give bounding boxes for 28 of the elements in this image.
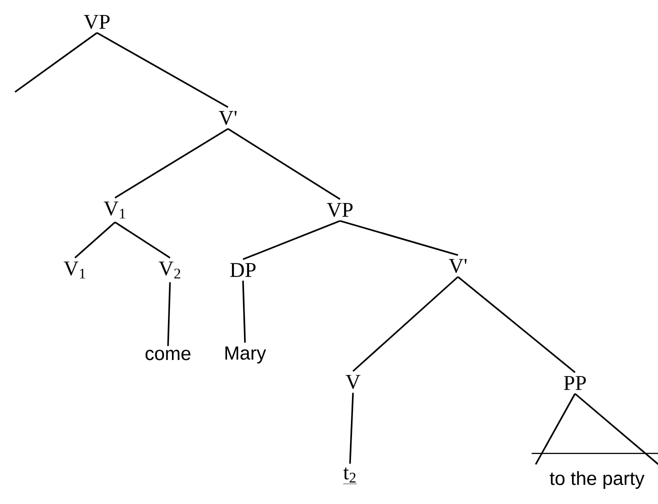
tree-label: VP [326, 202, 353, 218]
tree-label: V$_{1}$ [64, 262, 86, 278]
triangle [534, 392, 658, 466]
branch-line [14, 32, 98, 93]
branch-line [340, 220, 458, 256]
tree-label: V' [448, 258, 467, 274]
tree-label: DP [230, 263, 256, 277]
branch-line [458, 276, 576, 373]
branch-line [167, 282, 171, 346]
branch-line [74, 222, 116, 258]
tree-label: V' [218, 110, 237, 126]
branch-line [114, 222, 170, 258]
tree-label: V$_{2}$ [158, 262, 180, 278]
branch-line [242, 220, 340, 260]
tree-label: PP [564, 376, 586, 390]
branch-line [352, 276, 459, 372]
branch-line [96, 32, 228, 108]
tree-label: to the party [550, 471, 644, 489]
tree-label: V [346, 374, 360, 390]
tree-label: Mary [225, 346, 266, 364]
tree-label: V$_{1}$ [104, 202, 126, 218]
tree-label: come [146, 350, 190, 360]
tree-label: t$_{2}$ [342, 468, 358, 484]
branch-line [349, 392, 354, 464]
branch-line [114, 128, 228, 198]
branch-line [228, 128, 340, 200]
tree-label: VP [84, 14, 110, 30]
branch-line [242, 280, 246, 343]
